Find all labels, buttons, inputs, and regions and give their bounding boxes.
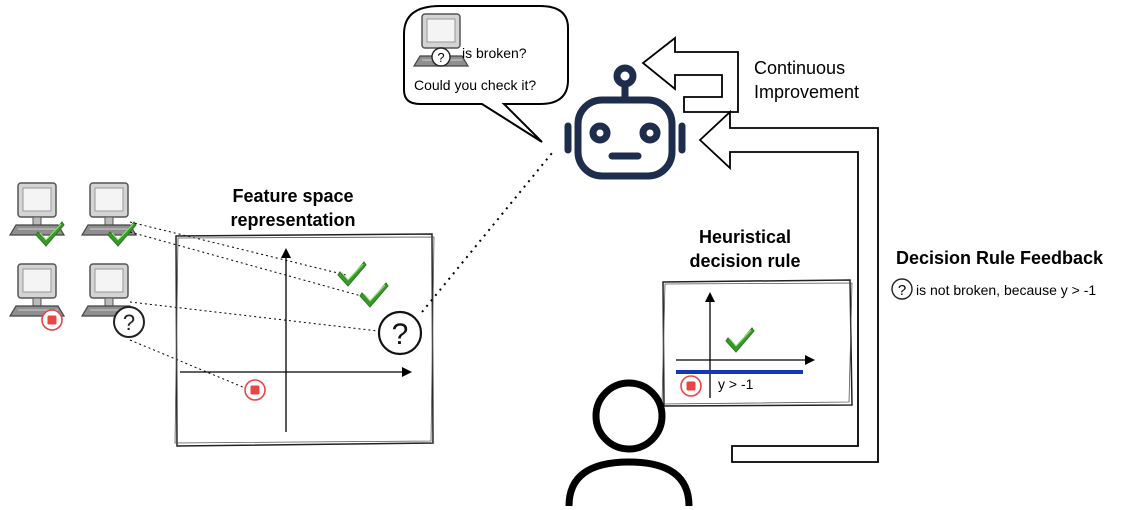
computer-ok-1 bbox=[9, 182, 65, 247]
heuristic-title-1: Heuristical bbox=[699, 227, 791, 247]
question-circle-icon: ? bbox=[891, 278, 913, 300]
svg-text:?: ? bbox=[437, 50, 444, 65]
robot-link-line bbox=[421, 152, 553, 313]
red-stop-icon bbox=[680, 375, 702, 397]
green-check-icon bbox=[337, 261, 367, 287]
feedback-title: Decision Rule Feedback bbox=[896, 248, 1104, 268]
computer-monitor-icon bbox=[81, 182, 137, 236]
green-check-icon bbox=[359, 282, 389, 308]
question-circle-icon: ? bbox=[113, 306, 145, 338]
feature-space-title-1: Feature space bbox=[232, 186, 353, 206]
svg-text:?: ? bbox=[123, 310, 135, 335]
feedback-arrow bbox=[698, 109, 879, 463]
green-check-icon bbox=[725, 327, 755, 353]
computer-monitor-icon bbox=[9, 263, 65, 317]
rule-text: y > -1 bbox=[718, 376, 754, 392]
computer-ok-2 bbox=[81, 182, 137, 247]
robot-icon bbox=[564, 64, 686, 180]
computer-unknown: ? bbox=[81, 263, 145, 338]
bubble-text-2: Could you check it? bbox=[414, 77, 536, 93]
speech-bubble: ? is broken? Could you check it? bbox=[403, 5, 569, 143]
bubble-text-1: is broken? bbox=[462, 45, 527, 61]
feedback-text: is not broken, because y > -1 bbox=[916, 282, 1096, 298]
red-stop-icon bbox=[244, 379, 266, 401]
computer-monitor-icon bbox=[9, 182, 65, 236]
continuous-label-2: Improvement bbox=[754, 82, 859, 102]
feature-space-title-2: representation bbox=[230, 210, 355, 230]
question-circle-icon: ? bbox=[377, 310, 423, 356]
svg-text:?: ? bbox=[898, 282, 906, 299]
svg-text:?: ? bbox=[392, 318, 409, 351]
computer-broken bbox=[9, 263, 65, 331]
question-circle-icon: ? bbox=[431, 47, 451, 67]
feature-space-panel: ? bbox=[174, 233, 435, 447]
person-icon bbox=[565, 379, 693, 507]
continuous-improvement-arrow bbox=[641, 36, 739, 113]
mapping-lines bbox=[129, 221, 379, 389]
red-stop-icon bbox=[41, 309, 63, 331]
continuous-label-1: Continuous bbox=[754, 58, 845, 78]
heuristic-panel: y > -1 bbox=[661, 279, 853, 407]
heuristic-title-2: decision rule bbox=[689, 251, 800, 271]
